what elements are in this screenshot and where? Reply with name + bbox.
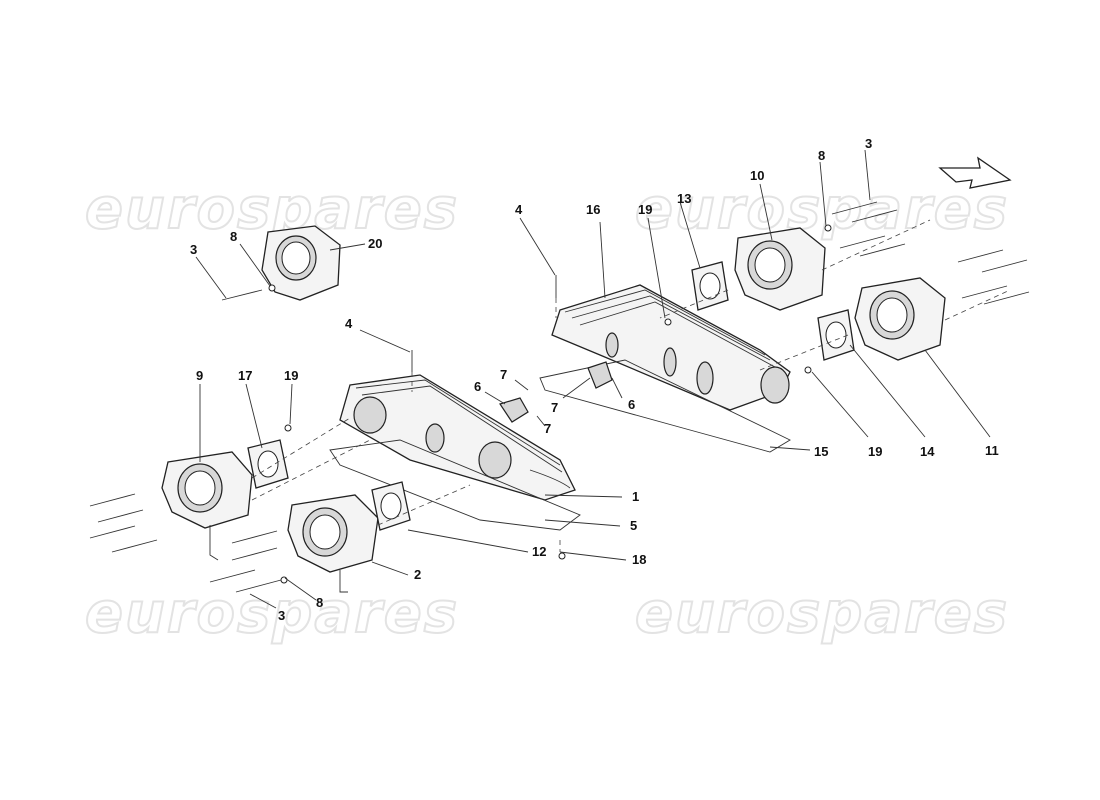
callout-14: 14 <box>920 444 935 459</box>
callout-2: 2 <box>414 567 421 582</box>
sensor-6-left <box>499 397 529 423</box>
callout-3-bottom: 3 <box>278 608 285 623</box>
callout-13: 13 <box>677 191 691 206</box>
gasket-13 <box>691 261 729 311</box>
callout-7-middle: 7 <box>551 400 558 415</box>
callout-6-right: 6 <box>628 397 635 412</box>
assembly-lines <box>251 219 1011 552</box>
callout-18: 18 <box>632 552 646 567</box>
bolts-group <box>89 201 1030 593</box>
callout-3-top-left: 3 <box>190 242 197 257</box>
callout-15: 15 <box>814 444 828 459</box>
throttle-body-20 <box>261 225 341 301</box>
callout-4-right: 4 <box>515 202 523 217</box>
callout-8-top-left: 8 <box>230 229 237 244</box>
callout-8-bottom: 8 <box>316 595 323 610</box>
watermark-bottom-right: eurospares <box>635 581 1009 646</box>
callout-17: 17 <box>238 368 252 383</box>
watermark-group: eurospares eurospares eurospares eurospa… <box>84 176 1009 647</box>
left-intake-cover <box>339 374 576 501</box>
callout-20: 20 <box>368 236 382 251</box>
washers <box>268 224 832 584</box>
right-gasket <box>539 359 791 453</box>
gasket-17 <box>247 439 289 489</box>
left-gasket <box>329 439 581 531</box>
callout-6-left: 6 <box>474 379 481 394</box>
throttle-body-2 <box>287 494 379 593</box>
callout-5: 5 <box>630 518 637 533</box>
callout-10: 10 <box>750 168 764 183</box>
gasket-14 <box>817 309 855 361</box>
callout-7-lower: 7 <box>544 421 551 436</box>
sensor-6-right <box>587 361 613 389</box>
callout-16: 16 <box>586 202 600 217</box>
callout-4-left: 4 <box>345 316 353 331</box>
callout-19-right: 19 <box>868 444 882 459</box>
callout-19-top: 19 <box>638 202 652 217</box>
callout-9: 9 <box>196 368 203 383</box>
watermark-top-right: eurospares <box>635 177 1009 242</box>
callout-8-top-right: 8 <box>818 148 825 163</box>
callout-1: 1 <box>632 489 639 504</box>
callout-19-left: 19 <box>284 368 298 383</box>
throttle-body-9 <box>161 451 253 561</box>
callout-12: 12 <box>532 544 546 559</box>
watermark-bottom-left: eurospares <box>85 581 459 646</box>
throttle-body-11 <box>854 277 946 361</box>
leader-lines <box>195 149 991 609</box>
right-intake-cover <box>551 284 791 411</box>
gasket-12 <box>371 481 411 531</box>
callout-11: 11 <box>985 443 999 458</box>
callout-7-upper: 7 <box>500 367 507 382</box>
screws-4 <box>411 275 557 372</box>
callout-labels: 1 2 3 3 3 4 4 5 6 6 7 7 7 8 8 8 9 10 11 … <box>190 136 999 623</box>
throttle-body-10 <box>734 227 826 311</box>
callout-3-top-right: 3 <box>865 136 872 151</box>
direction-arrow-icon <box>938 156 1012 189</box>
